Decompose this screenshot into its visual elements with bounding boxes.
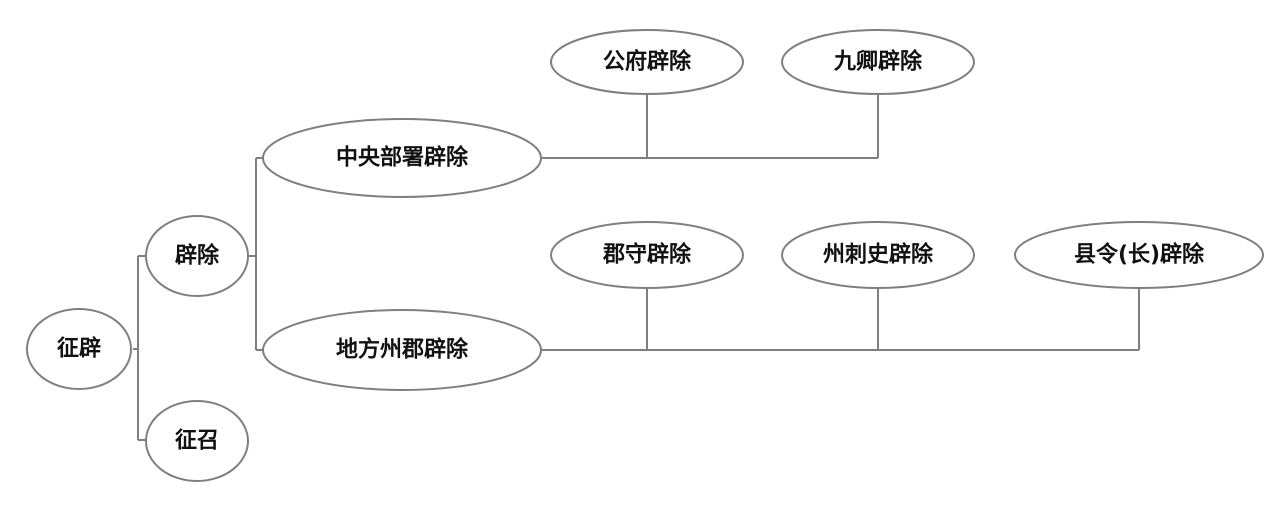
connectors [133,94,1140,441]
node-jiuqing: 九卿辟除 [781,29,975,95]
node-junshou-label: 郡守辟除 [602,242,692,268]
node-pichu: 辟除 [145,215,249,297]
node-jiuqing-label: 九卿辟除 [833,49,923,75]
node-gongfu: 公府辟除 [550,29,744,95]
node-zhoucishi: 州刺史辟除 [781,221,975,289]
node-zhongyang: 中央部署辟除 [262,118,542,198]
connector-zhongyang-branches [541,94,879,159]
node-zhongyang-label: 中央部署辟除 [336,145,469,171]
node-zhengpi: 征辟 [26,308,132,390]
node-junshou: 郡守辟除 [550,221,744,289]
node-xianling-label: 县令(长)辟除 [1074,242,1205,268]
node-zhengpi-label: 征辟 [57,336,101,362]
node-difang-label: 地方州郡辟除 [336,337,469,363]
connector-difang-branches [541,288,1140,351]
connector-zhengpi-branches [133,255,147,441]
node-pichu-label: 辟除 [174,243,220,269]
node-gongfu-label: 公府辟除 [603,49,692,75]
node-difang: 地方州郡辟除 [262,309,542,391]
node-zhengzhao-label: 征召 [175,428,219,454]
node-zhengzhao: 征召 [145,400,249,482]
node-xianling: 县令(长)辟除 [1014,221,1264,289]
node-zhoucishi-label: 州刺史辟除 [823,242,934,268]
connector-pichu-branches [248,157,264,351]
